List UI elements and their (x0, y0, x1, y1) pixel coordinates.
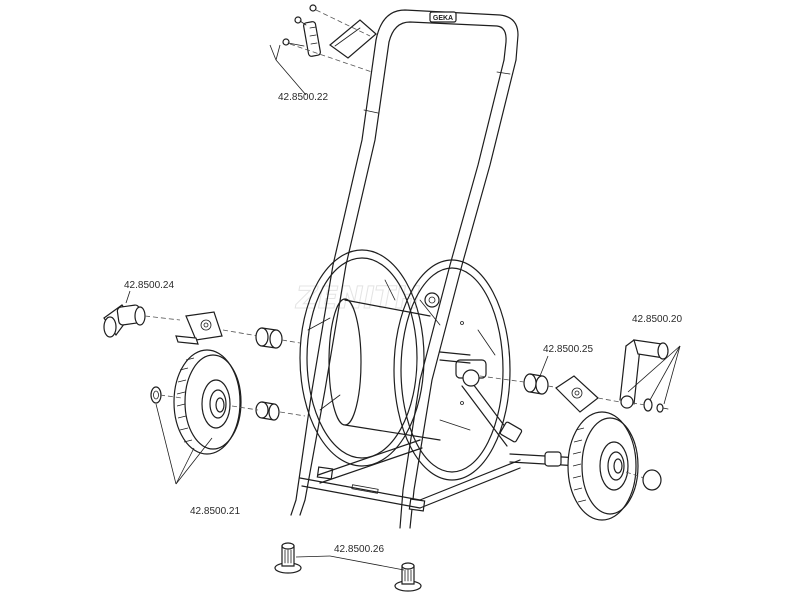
part-42-8500-20 (619, 339, 681, 413)
cart-frame: GEKA (290, 9, 581, 529)
part-42-8500-25 (479, 355, 621, 413)
brand-mark-text: GEKA (433, 15, 453, 22)
label-42-8500-25: 42.8500.25 (543, 344, 593, 355)
right-wheel (567, 411, 662, 521)
label-42-8500-21: 42.8500.21 (190, 506, 240, 517)
part-42-8500-26 (274, 542, 422, 592)
label-42-8500-22: 42.8500.22 (278, 92, 328, 103)
hose-reel-drum (299, 249, 511, 481)
label-42-8500-20: 42.8500.20 (632, 314, 682, 325)
part-42-8500-24 (103, 290, 301, 349)
brand-plate (429, 11, 457, 23)
label-42-8500-26: 42.8500.26 (334, 544, 384, 555)
left-wheel (150, 349, 306, 485)
part-42-8500-22 (269, 4, 377, 96)
label-42-8500-24: 42.8500.24 (124, 280, 174, 291)
